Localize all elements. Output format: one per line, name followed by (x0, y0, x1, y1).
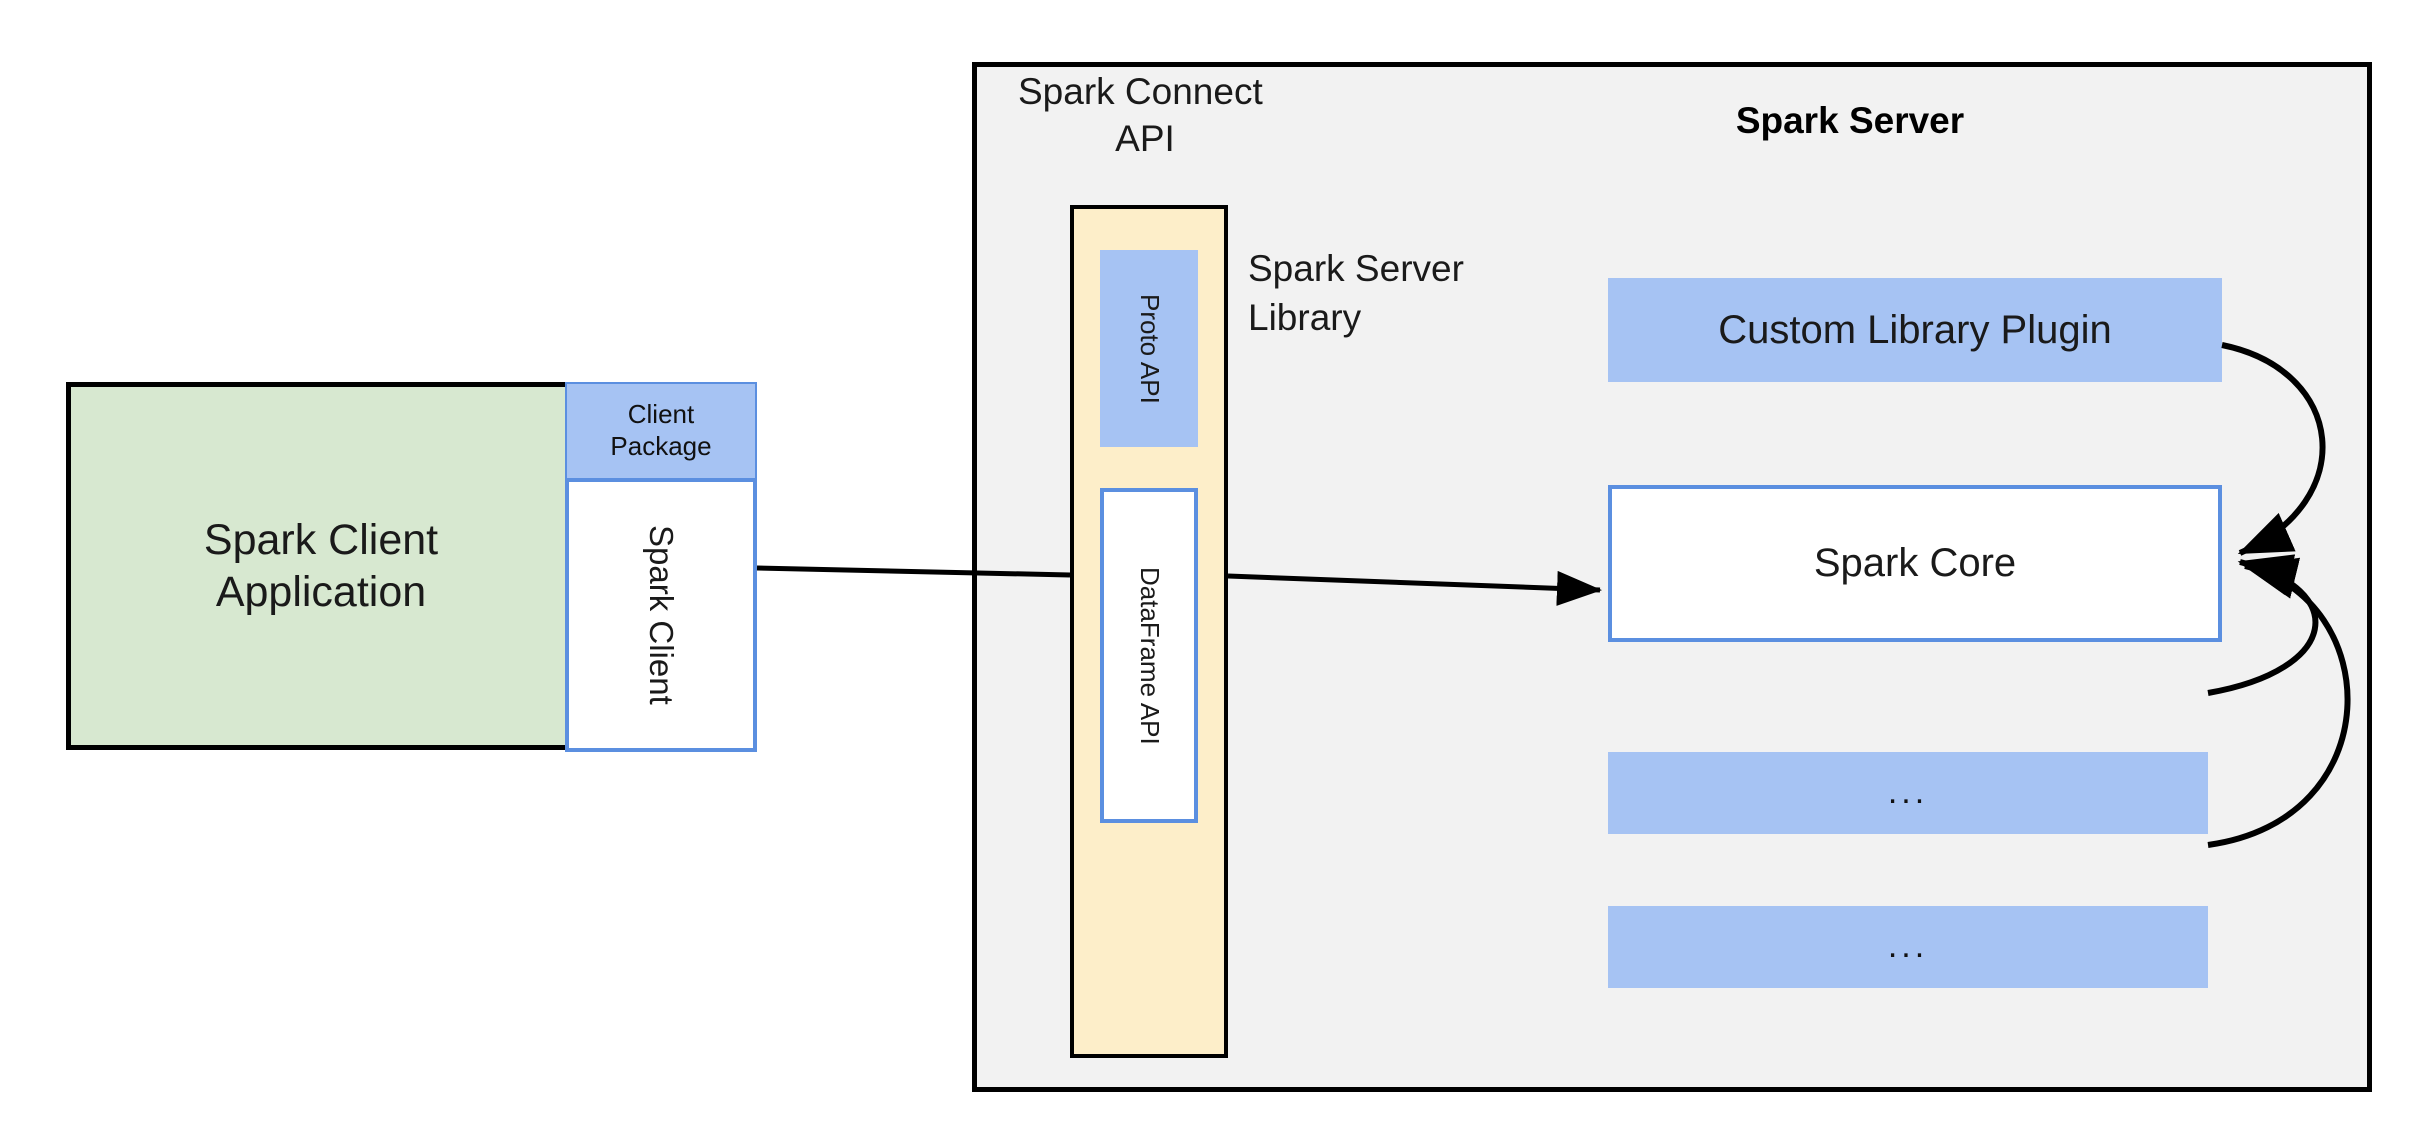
dataframe-api-box[interactable]: DataFrame API (1100, 488, 1198, 823)
spark-client-application-label-line1: Spark Client (203, 515, 439, 564)
spark-server-library-label-line2: Library (1248, 296, 1362, 338)
spark-core-label: Spark Core (1813, 541, 2017, 586)
ellipsis-box-1-label: ... (1887, 773, 1929, 812)
spark-client-application-label-line2: Application (215, 568, 427, 616)
spark-core-box[interactable]: Spark Core (1608, 485, 2222, 642)
ellipsis-box-1[interactable]: ... (1608, 752, 2208, 834)
spark-server-title: Spark Server (1735, 100, 1965, 141)
client-package-label-line2: Package (610, 431, 712, 461)
spark-server-library-label: Spark Server Library (1248, 245, 1538, 343)
spark-client-box[interactable]: Spark Client (565, 478, 757, 752)
custom-library-plugin-label: Custom Library Plugin (1718, 307, 2112, 352)
spark-client-label: Spark Client (643, 525, 681, 705)
dataframe-api-label: DataFrame API (1134, 566, 1165, 745)
spark-connect-api-label: Spark Connect API (1000, 68, 1290, 163)
ellipsis-box-2[interactable]: ... (1608, 906, 2208, 988)
spark-client-application-box[interactable]: Spark Client Application (66, 382, 576, 750)
spark-connect-api-label-line1: Spark Connect (1018, 71, 1263, 112)
client-package-box[interactable]: Client Package (565, 382, 757, 478)
ellipsis-box-2-label: ... (1887, 927, 1929, 966)
spark-connect-api-label-line2: API (1115, 118, 1175, 160)
proto-api-label: Proto API (1134, 293, 1165, 404)
client-package-label-line1: Client (627, 399, 695, 430)
proto-api-box[interactable]: Proto API (1100, 250, 1198, 447)
custom-library-plugin-box[interactable]: Custom Library Plugin (1608, 278, 2222, 382)
spark-server-library-label-line1: Spark Server (1248, 248, 1464, 289)
